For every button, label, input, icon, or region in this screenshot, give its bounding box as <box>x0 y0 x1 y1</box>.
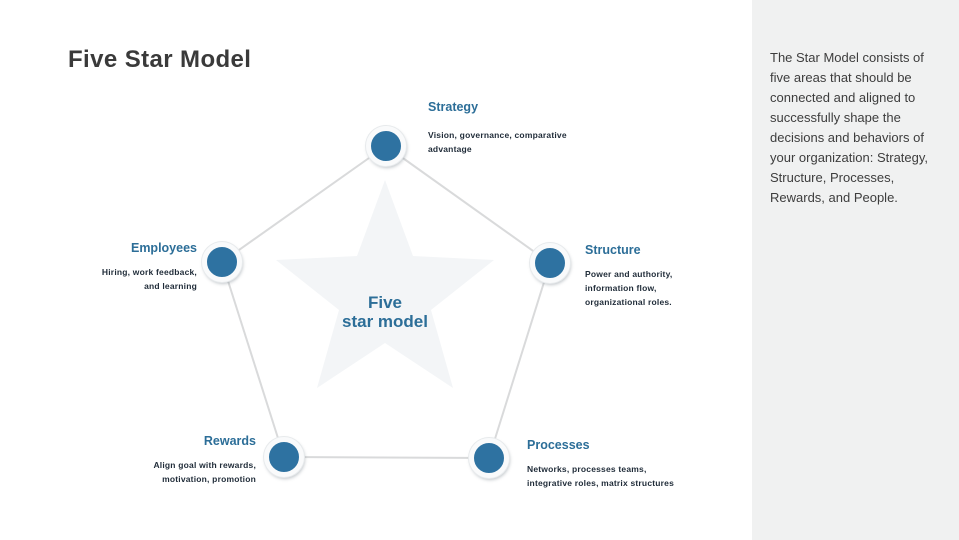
processes-description: Networks, processes teams, integrative r… <box>527 464 675 488</box>
strategy-heading: Strategy <box>428 100 479 114</box>
node-structure-circle <box>530 243 570 283</box>
node-employees-circle <box>202 242 242 282</box>
label-processes: Processes Networks, processes teams, int… <box>527 438 674 490</box>
center-caption-line2: star model <box>342 312 428 331</box>
edge-rewards-processes <box>283 456 490 459</box>
label-strategy: Strategy Vision, governance, comparative… <box>428 100 567 156</box>
structure-heading: Structure <box>585 243 641 257</box>
label-structure: Structure Power and authority, informati… <box>585 243 672 309</box>
employees-description: Hiring, work feedback, and learning <box>101 267 197 291</box>
node-strategy-circle <box>366 126 406 166</box>
structure-description: Power and authority, information flow, o… <box>585 269 673 307</box>
label-rewards: Rewards Align goal with rewards, motivat… <box>96 434 256 486</box>
sidebar-description: The Star Model consists of five areas th… <box>770 50 929 205</box>
employees-heading: Employees <box>130 241 197 255</box>
node-rewards-circle <box>264 437 304 477</box>
node-processes-circle <box>469 438 509 478</box>
edge-strategy-employees <box>221 145 387 263</box>
star-watermark <box>276 180 494 388</box>
diagram-center-caption: Five star model <box>285 293 485 331</box>
rewards-heading: Rewards <box>203 434 256 448</box>
center-caption-line1: Five <box>367 293 403 312</box>
label-employees: Employees Hiring, work feedback, and lea… <box>57 241 197 293</box>
rewards-description: Align goal with rewards, motivation, pro… <box>153 460 256 484</box>
strategy-description: Vision, governance, comparative advantag… <box>428 130 567 154</box>
edge-employees-rewards <box>221 261 285 458</box>
sidebar: The Star Model consists of five areas th… <box>752 0 959 540</box>
processes-heading: Processes <box>527 438 590 452</box>
edge-structure-processes <box>488 262 551 459</box>
page-title: Five Star Model <box>68 46 252 73</box>
edge-strategy-structure <box>385 145 551 264</box>
